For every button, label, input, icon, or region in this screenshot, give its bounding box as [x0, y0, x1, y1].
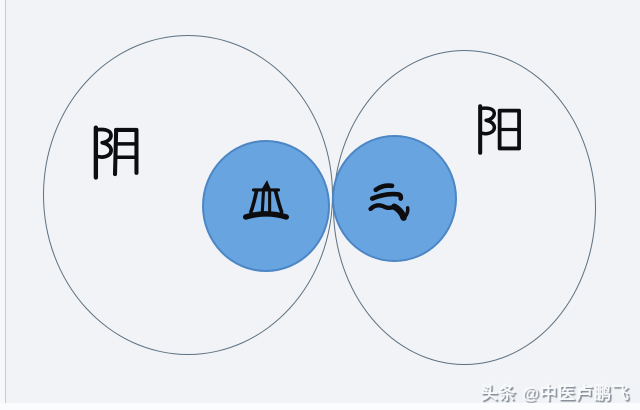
blood-character-glyph: 血: [237, 178, 295, 230]
yin-character-glyph: 阴: [86, 122, 144, 182]
blood-inner-circle: [202, 140, 330, 272]
yang-character-glyph: 阳: [470, 102, 526, 156]
left-edge-artifact: [0, 0, 5, 410]
watermark: 头条 @中医卢鹏飞: [480, 384, 630, 403]
qi-character-glyph: 气: [360, 180, 424, 238]
qi-inner-circle: [332, 135, 457, 262]
bottom-edge-artifact: [0, 403, 640, 410]
left-edge-line: [5, 0, 6, 410]
